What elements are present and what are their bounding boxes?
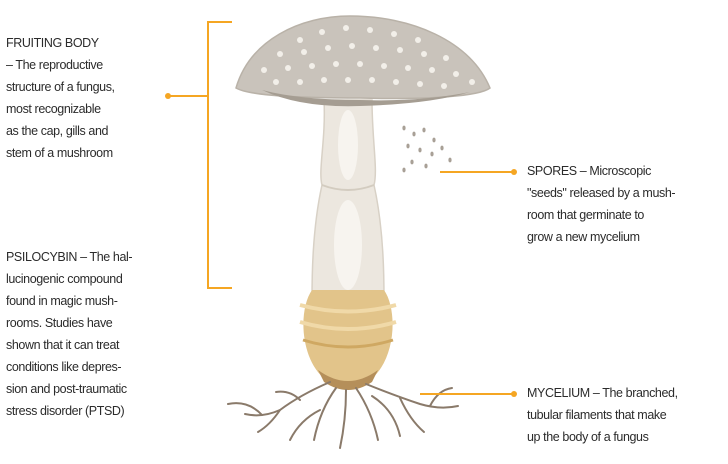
label-line: grow a new mycelium xyxy=(527,226,727,248)
label-line: structure of a fungus, xyxy=(6,76,166,98)
label-line: stem of a mushroom xyxy=(6,142,166,164)
label-line: rooms. Studies have xyxy=(6,312,166,334)
label-line: room that germinate to xyxy=(527,204,727,226)
label-line: PSILOCYBIN – The hal- xyxy=(6,246,166,268)
psilocybin-label: PSILOCYBIN – The hal- lucinogenic compou… xyxy=(6,246,166,422)
fruiting-body-label: FRUITING BODY – The reproductive structu… xyxy=(6,32,166,164)
mushroom-base xyxy=(300,290,396,390)
label-line: as the cap, gills and xyxy=(6,120,166,142)
spores-pointer xyxy=(440,169,517,175)
mycelium-label: MYCELIUM – The branched, tubular filamen… xyxy=(527,382,727,448)
spores-label: SPORES – Microscopic "seeds" released by… xyxy=(527,160,727,248)
fruiting-body-bracket xyxy=(170,22,232,288)
label-line: conditions like depres- xyxy=(6,356,166,378)
label-line: found in magic mush- xyxy=(6,290,166,312)
label-line: up the body of a fungus xyxy=(527,426,727,448)
mushroom-cap xyxy=(236,16,490,106)
mycelium-pointer xyxy=(420,391,517,397)
label-line: stress disorder (PTSD) xyxy=(6,400,166,422)
label-line: tubular filaments that make xyxy=(527,404,727,426)
label-line: – The reproductive xyxy=(6,54,166,76)
mushroom-stem xyxy=(312,100,384,300)
spores xyxy=(402,126,451,173)
label-line: FRUITING BODY xyxy=(6,32,166,54)
label-line: sion and post-traumatic xyxy=(6,378,166,400)
label-line: MYCELIUM – The branched, xyxy=(527,382,727,404)
label-line: "seeds" released by a mush- xyxy=(527,182,727,204)
mycelium-roots xyxy=(228,382,458,448)
label-line: shown that it can treat xyxy=(6,334,166,356)
label-line: lucinogenic compound xyxy=(6,268,166,290)
label-line: most recognizable xyxy=(6,98,166,120)
label-line: SPORES – Microscopic xyxy=(527,160,727,182)
